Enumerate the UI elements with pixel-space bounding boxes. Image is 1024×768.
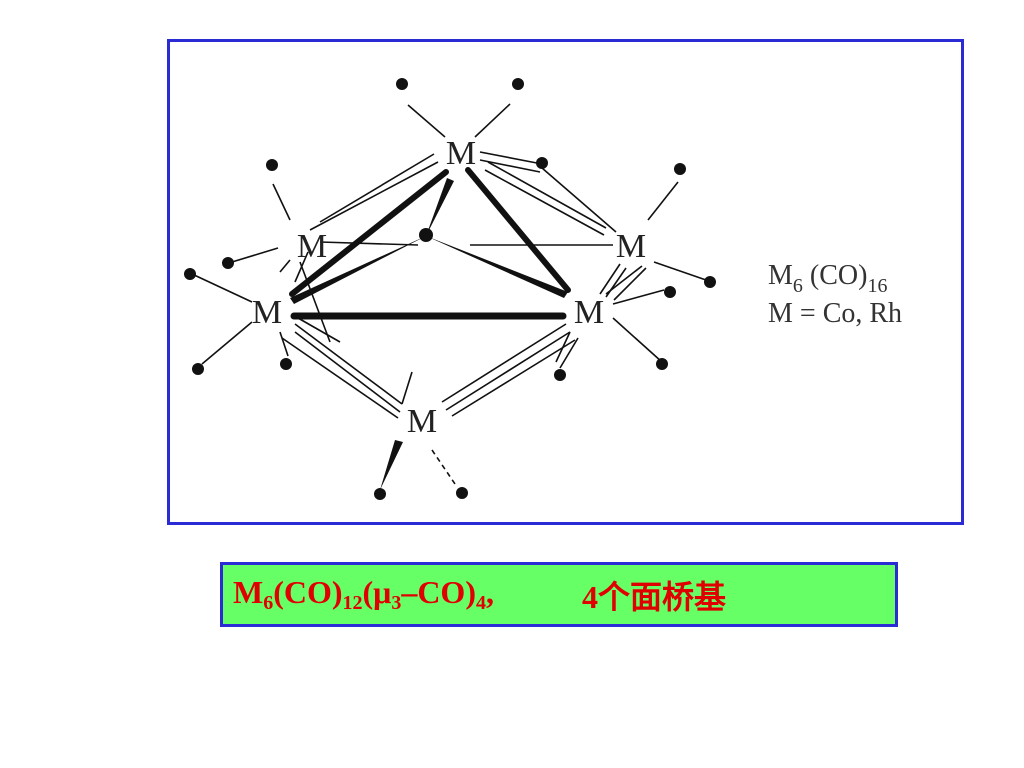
oxygen-atoms [184, 78, 716, 500]
formula-line-1: M6 (CO)16 [768, 260, 887, 297]
wedge-bonds [290, 178, 568, 490]
thick-bonds [289, 167, 571, 320]
metal-left: M [252, 294, 282, 331]
formula-line-2: M = Co, Rh [768, 298, 902, 329]
metal-atom-labels: M M M M M M [252, 135, 646, 440]
thin-bonds [191, 103, 707, 419]
formula-label: M6 (CO)16 M = Co, Rh [768, 260, 902, 329]
caption-box: M6(CO)12(μ3–CO)4, 4个面桥基 [220, 562, 898, 627]
metal-upper-left: M [297, 228, 327, 265]
metal-upper-right: M [616, 228, 646, 265]
metal-top: M [446, 135, 476, 172]
m6co16-structure-diagram: M M M M M M M6 (CO)16 M = Co, Rh [184, 78, 902, 500]
diagram-frame: M M M M M M M6 (CO)16 M = Co, Rh [167, 39, 964, 525]
metal-right: M [574, 294, 604, 331]
dashed-bond [431, 449, 456, 485]
caption-description: 4个面桥基 [581, 578, 726, 615]
metal-bottom: M [407, 403, 437, 440]
caption-formula: M6(CO)12(μ3–CO)4, [233, 574, 494, 614]
